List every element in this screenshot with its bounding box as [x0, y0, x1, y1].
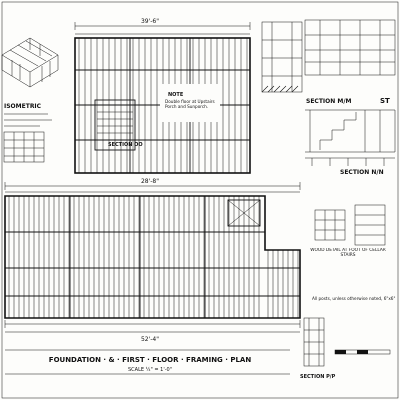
- sheet-title: FOUNDATION · & · FIRST · FLOOR · FRAMING…: [49, 356, 252, 364]
- stair-detail-small: [3, 131, 45, 163]
- note-box: [160, 84, 220, 122]
- isometric-label: ISOMETRIC: [4, 103, 42, 110]
- stair-section-drawing: [305, 109, 396, 166]
- section-mm-drawing: [261, 19, 396, 93]
- upper-framing-outline: [74, 37, 251, 174]
- main-dimension-lines: [4, 182, 301, 193]
- note-heading: NOTE: [168, 92, 184, 98]
- section-mm-label: SECTION M/M: [306, 98, 352, 105]
- top-dimension: 39'-6": [141, 18, 159, 25]
- main-bottom-dimensions: [4, 320, 301, 333]
- main-framing-outline: [4, 195, 301, 319]
- isometric-notes: [4, 113, 52, 127]
- upper-stair-opening: [94, 99, 136, 151]
- section-pp-label: SECTION P/P: [300, 374, 336, 380]
- scale-note: SCALE ¼" = 1'-0": [128, 367, 172, 373]
- main-floor-joists: [8, 196, 299, 318]
- section-oo-label: SECTION OO: [108, 142, 143, 148]
- bottom-dimension: 52'-4": [141, 336, 159, 343]
- upper-floor-joists: [78, 38, 248, 173]
- section-nn-label: SECTION N/N: [340, 169, 384, 176]
- upper-dimension-lines: [74, 22, 251, 35]
- partial-heading: ST: [380, 97, 390, 105]
- section-mm-hatch: [261, 85, 299, 93]
- scale-bar: [334, 349, 391, 355]
- mid-dimension: 28'-8": [141, 178, 159, 185]
- isometric-sketch: [1, 37, 59, 88]
- main-girders: [5, 196, 300, 318]
- title-block-lines: [5, 349, 290, 375]
- note-text: Double floor at Upstairs Porch and Sunpo…: [165, 99, 215, 109]
- wood-detail-drawing: [314, 204, 386, 246]
- main-plan-opening: [227, 199, 261, 227]
- note-bottom: All posts, unless otherwise noted, 6"x6": [312, 296, 395, 301]
- elevation-label: WOOD DETAIL AT FOOT OF CELLAR STAIRS: [310, 248, 386, 258]
- section-pp-drawing: [303, 317, 325, 367]
